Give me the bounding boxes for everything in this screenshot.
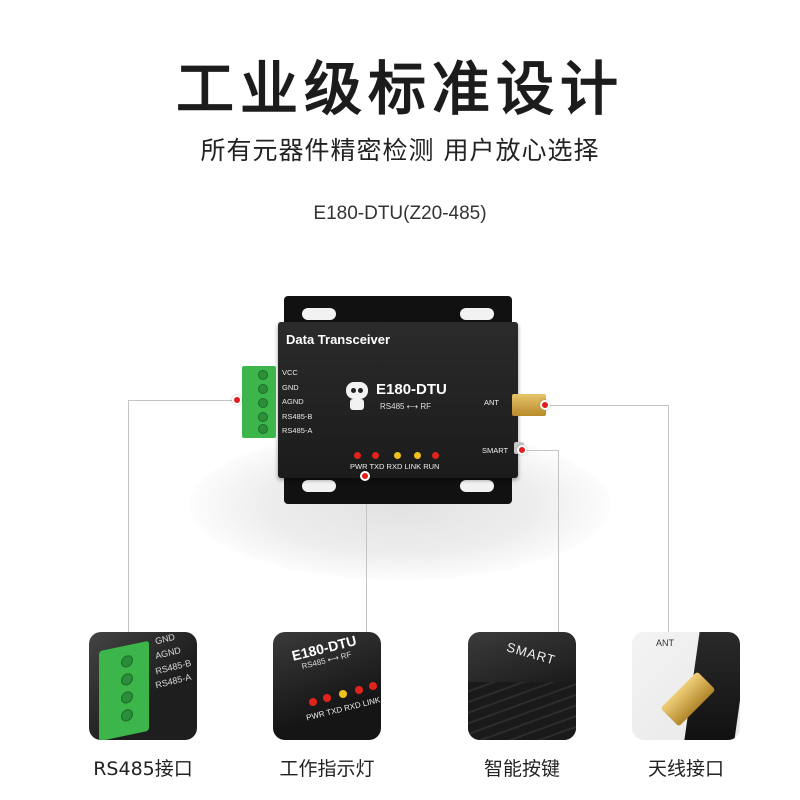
led-icon [369, 682, 377, 690]
device-panel-title: Data Transceiver [286, 332, 391, 347]
mount-slot [302, 480, 336, 492]
pin-label: RS485-B [282, 411, 313, 421]
page-title: 工业级标准设计 [175, 55, 624, 123]
pin-labels: VCC GND AGND RS485-B RS485-A [282, 366, 312, 439]
callout-line-ant-v [668, 405, 669, 632]
mount-slot [302, 308, 336, 320]
page-subtitle: 所有元器件精密检测 用户放心选择 [200, 136, 600, 165]
robot-logo-icon [344, 382, 370, 412]
thumb-smart: SMART [468, 632, 576, 740]
device-model-label: E180-DTU [376, 381, 447, 398]
device-image: Data Transceiver VCC GND AGND RS485-B RS… [278, 296, 518, 504]
callout-dot-led [360, 471, 370, 481]
feature-label-rs485: RS485接口 [93, 758, 193, 780]
thumb-antenna: ANT [632, 632, 740, 740]
device-body: Data Transceiver VCC GND AGND RS485-B RS… [278, 322, 518, 478]
heatsink-ribs [468, 682, 576, 740]
screw-icon [258, 412, 268, 422]
smart-label: SMART [482, 446, 509, 455]
thumb-pin-label: AGND [154, 645, 182, 661]
screw-icon [258, 424, 268, 434]
pin-label: AGND [282, 397, 304, 406]
callout-line-rs485-v [128, 400, 129, 632]
led-icon [394, 452, 401, 459]
callout-dot-ant [540, 400, 550, 410]
thumb-rs485: GND AGND RS485-B RS485-A [89, 632, 197, 740]
mount-slot [460, 480, 494, 492]
device-sub-label: RS485 ⟷ RF [380, 402, 432, 411]
thumb-smart-label: SMART [504, 639, 558, 668]
led-labels: PWR TXD RXD LINK RUN [350, 462, 440, 471]
led-icon [354, 452, 361, 459]
led-icon [309, 698, 317, 706]
terminal-block [242, 366, 276, 438]
mount-slot [460, 308, 494, 320]
callout-line-smart-h [522, 450, 558, 451]
led-icon [414, 452, 421, 459]
pin-label: VCC [282, 368, 298, 377]
terminal-block-icon [99, 640, 149, 740]
feature-label-leds: 工作指示灯 [279, 758, 375, 780]
callout-dot-smart [517, 445, 527, 455]
led-icon [355, 686, 363, 694]
antenna-connector-icon [512, 394, 546, 416]
screw-icon [258, 398, 268, 408]
ant-label: ANT [484, 398, 499, 407]
indicator-leds [350, 452, 450, 482]
led-icon [339, 690, 347, 698]
thumb-ant-label: ANT [656, 638, 674, 648]
led-icon [323, 694, 331, 702]
callout-line-ant-h [546, 405, 668, 406]
feature-label-antenna: 天线接口 [647, 758, 724, 780]
led-icon [432, 452, 439, 459]
led-icon [372, 452, 379, 459]
callout-dot-rs485 [232, 395, 242, 405]
thumb-leds: E180-DTU RS485 ⟷ RF PWR TXD RXD LINK RUN [273, 632, 381, 740]
feature-label-smart: 智能按键 [483, 758, 560, 780]
callout-line-smart-v [558, 450, 559, 632]
callout-line-rs485-h [128, 400, 238, 401]
model-number: E180-DTU(Z20-485) [313, 203, 487, 224]
pin-label: GND [282, 382, 299, 392]
thumb-pin-label: GND [154, 632, 176, 647]
screw-icon [258, 384, 268, 394]
screw-icon [258, 370, 268, 380]
callout-line-led-v [366, 476, 367, 632]
pin-label: RS485-A [282, 426, 313, 435]
